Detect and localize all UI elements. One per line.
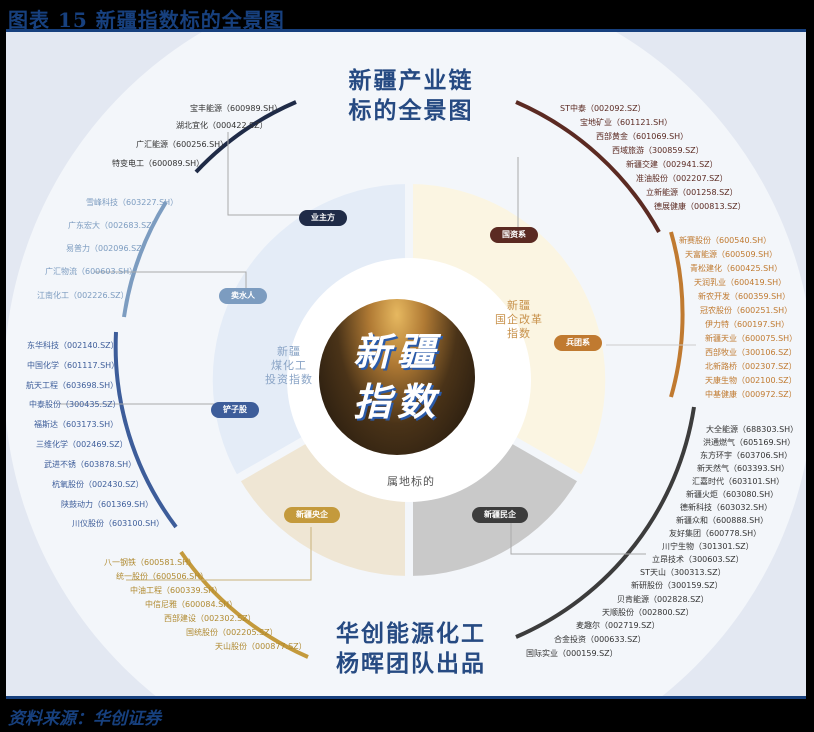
stock-label: 西部黄金（601069.SH）	[596, 132, 689, 141]
coal-index-line: 新疆	[277, 345, 301, 358]
stock-label: 新农开发（600359.SH）	[698, 292, 791, 301]
stock-label: 贝肯能源（002828.SZ）	[617, 595, 709, 604]
stock-label: 友好集团（600778.SH）	[669, 529, 762, 538]
stock-label: 福斯达（603173.SH）	[34, 420, 119, 429]
stock-label: 东方环宇（603706.SH）	[700, 451, 793, 460]
coal-index-line: 投资指数	[265, 373, 313, 386]
stock-label: 杭氧股份（002430.SZ）	[52, 480, 144, 489]
stock-label: 新疆众和（600888.SH）	[676, 516, 769, 525]
coal-index-label: 新疆 煤化工 投资指数	[254, 345, 324, 387]
local-index-label: 属地标的	[387, 475, 435, 488]
stock-label: 广汇能源（600256.SH）	[136, 140, 229, 149]
stock-label: 新研股份（300159.SZ）	[631, 581, 723, 590]
stock-label: 广东宏大（002683.SZ）	[68, 221, 160, 230]
stock-label: 天顺股份（002800.SZ）	[602, 608, 694, 617]
diagram-frame: 新疆产业链 标的全景图 华创能源化工 杨晖团队出品 新疆 指数 新疆 煤化工 投…	[6, 29, 806, 699]
stock-label: 雪峰科技（603227.SH）	[86, 198, 179, 207]
stock-label: 中油工程（600339.SH）	[130, 586, 223, 595]
center-image: 新疆 指数	[319, 299, 475, 455]
stock-label: 德新科技（603032.SH）	[680, 503, 773, 512]
soe-index-line: 指数	[507, 327, 531, 340]
stock-label: 立昂技术（300603.SZ）	[652, 555, 744, 564]
stock-label: 江南化工（002226.SZ）	[37, 291, 129, 300]
pill-yangqi: 新疆央企	[284, 507, 340, 523]
stock-label: 易普力（002096.SZ）	[66, 244, 150, 253]
center-title-line2: 指数	[352, 379, 441, 424]
stock-label: 准油股份（002207.SZ）	[636, 174, 728, 183]
stock-label: 川仪股份（603100.SH）	[72, 519, 165, 528]
stock-label: 统一股份（600506.SH）	[116, 572, 209, 581]
heading-bottom-line1: 华创能源化工	[336, 621, 486, 647]
stock-label: 新疆交建（002941.SZ）	[626, 160, 718, 169]
stock-label: 中信尼雅（600084.SH）	[145, 600, 238, 609]
soe-index-label: 新疆 国企改革 指数	[484, 299, 554, 341]
stock-label: 北新路桥（002307.SZ）	[705, 362, 797, 371]
center-title-line1: 新疆	[352, 329, 441, 374]
heading-bottom: 华创能源化工 杨晖团队出品	[311, 619, 511, 679]
stock-label: 东华科技（002140.SZ）	[27, 341, 119, 350]
stock-label: 新赛股份（600540.SH）	[679, 236, 772, 245]
soe-index-line: 国企改革	[495, 313, 543, 326]
stock-label: 新疆火炬（603080.SH）	[686, 490, 779, 499]
pill-guozi: 国资系	[490, 227, 538, 243]
pill-bingtuan: 兵团系	[554, 335, 602, 351]
stock-label: 天润乳业（600419.SH）	[694, 278, 787, 287]
stock-label: 中基健康（000972.SZ）	[705, 390, 797, 399]
heading-top: 新疆产业链 标的全景图	[311, 66, 511, 126]
stock-label: 西域旅游（300859.SZ）	[612, 146, 704, 155]
stock-label: 新天然气（603393.SH）	[697, 464, 790, 473]
stock-label: 国际实业（000159.SZ）	[526, 649, 618, 658]
stock-label: 八一钢铁（600581.SH）	[104, 558, 197, 567]
heading-top-line2: 标的全景图	[348, 98, 474, 124]
stock-label: 麦趣尔（002719.SZ）	[576, 621, 660, 630]
stock-label: 西部牧业（300106.SZ）	[705, 348, 797, 357]
stock-label: 西部建设（002302.SZ）	[164, 614, 256, 623]
stock-label: 航天工程（603698.SH）	[26, 381, 119, 390]
pill-yezhu: 业主方	[299, 210, 347, 226]
stock-label: 大全能源（688303.SH）	[706, 425, 799, 434]
stock-label: 新疆天业（600075.SH）	[705, 334, 798, 343]
stock-label: 中国化学（601117.SH）	[27, 361, 120, 370]
stock-label: 立新能源（001258.SZ）	[646, 188, 738, 197]
stock-label: 伊力特（600197.SH）	[705, 320, 790, 329]
stock-label: 宝丰能源（600989.SH）	[190, 104, 283, 113]
stock-label: 陕鼓动力（601369.SH）	[61, 500, 154, 509]
stock-label: 冠农股份（600251.SH）	[700, 306, 793, 315]
coal-index-line: 煤化工	[271, 359, 307, 372]
stock-label: 德展健康（000813.SZ）	[654, 202, 746, 211]
stock-label: 武进不锈（603878.SH）	[44, 460, 137, 469]
stock-label: 三维化学（002469.SZ）	[36, 440, 128, 449]
stock-label: 湖北宜化（000422.SZ）	[176, 121, 268, 130]
pill-chanzi: 铲子股	[211, 402, 259, 418]
stock-label: ST天山（300313.SZ）	[640, 568, 726, 577]
stock-label: 青松建化（600425.SH）	[690, 264, 783, 273]
stock-label: 川宁生物（301301.SZ）	[662, 542, 754, 551]
stock-label: 天富能源（600509.SH）	[685, 250, 778, 259]
stock-label: 天山股份（000877.SZ）	[215, 642, 307, 651]
pill-minqi: 新疆民企	[472, 507, 528, 523]
stock-label: 洪通燃气（605169.SH）	[703, 438, 796, 447]
figure-title: 图表 15 新疆指数标的全景图	[8, 8, 285, 32]
stock-label: 广汇物流（600603.SH）	[45, 267, 138, 276]
stock-label: 特变电工（600089.SH）	[112, 159, 205, 168]
heading-bottom-line2: 杨晖团队出品	[336, 651, 486, 677]
stock-label: 国统股份（002205.SZ）	[186, 628, 278, 637]
stock-label: 宝地矿业（601121.SH）	[580, 118, 673, 127]
source-note: 资料来源：华创证券	[8, 709, 161, 729]
stock-label: 合金投资（000633.SZ）	[554, 635, 646, 644]
stock-label: 天康生物（002100.SZ）	[705, 376, 797, 385]
soe-index-line: 新疆	[507, 299, 531, 312]
center-title: 新疆 指数	[319, 299, 475, 455]
heading-top-line1: 新疆产业链	[348, 68, 474, 94]
stock-label: 汇嘉时代（603101.SH）	[692, 477, 785, 486]
stock-label: ST中泰（002092.SZ）	[560, 104, 646, 113]
pill-maishui: 卖水人	[219, 288, 267, 304]
stock-label: 中泰股份（300435.SZ）	[29, 400, 121, 409]
